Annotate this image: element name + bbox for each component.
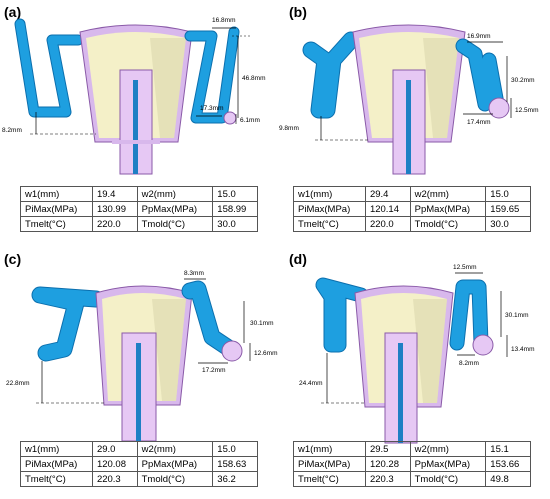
dim-label: 12.6mm — [254, 350, 277, 357]
dim-label: 17.2mm — [202, 367, 225, 374]
panel-a: (a) 16.8mm 46.8mm 17.3mm 6.1mm 8.2mm w1(… — [0, 0, 275, 245]
diagram-d: 12.5mm 30.1mm 13.4mm 8.2mm 24.4mm — [299, 264, 534, 444]
panel-label: (b) — [289, 4, 307, 20]
diagram-a: 16.8mm 46.8mm 17.3mm 6.1mm 8.2mm — [2, 17, 265, 175]
channel-section — [488, 97, 510, 119]
dim-label: 6.1mm — [240, 117, 260, 124]
dim-label: 8.2mm — [2, 127, 22, 134]
diagram-c: 8.3mm 30.1mm 12.6mm 17.2mm 22.8mm — [6, 270, 277, 442]
core-rod — [133, 80, 138, 174]
panel-b: (b) 16.9mm 30.2mm 12.5mm 17.4mm 9.8mm w1… — [275, 0, 550, 245]
panel-label: (a) — [4, 4, 22, 20]
dim-label: 46.8mm — [242, 75, 265, 82]
panel-c: (c) 8.3mm 30.1mm 12.6mm 17.2mm 22.8mm w1… — [0, 245, 277, 499]
core-rod — [406, 80, 411, 174]
dim-label: 12.5mm — [515, 107, 538, 114]
channel-section — [472, 334, 494, 356]
dim-label: 12.5mm — [453, 264, 476, 271]
dim-label: 30.1mm — [505, 312, 528, 319]
panel-label: (d) — [289, 251, 307, 267]
dim-label: 17.4mm — [467, 119, 490, 126]
dim-label: 16.9mm — [467, 33, 490, 40]
dim-label: 8.3mm — [184, 270, 204, 277]
dim-label: 17.3mm — [200, 105, 223, 112]
core-rod — [398, 343, 403, 443]
dim-label: 30.1mm — [250, 320, 273, 327]
dim-label: 22.8mm — [6, 380, 29, 387]
channel-section — [223, 111, 237, 125]
dim-label: 9.8mm — [279, 125, 299, 132]
core-rod — [136, 343, 141, 441]
dim-label: 8.2mm — [459, 360, 479, 367]
dim-label: 24.4mm — [299, 380, 322, 387]
channel-section — [221, 340, 243, 362]
diagram-b: 16.9mm 30.2mm 12.5mm 17.4mm 9.8mm — [279, 24, 538, 175]
panel-label: (c) — [4, 251, 22, 267]
panel-d: (d) 12.5mm 30.1mm 13.4mm 8.2mm 24.4mm w1… — [275, 245, 550, 499]
dim-label: 16.8mm — [212, 17, 235, 24]
dim-label: 30.2mm — [511, 77, 534, 84]
dim-label: 13.4mm — [511, 346, 534, 353]
